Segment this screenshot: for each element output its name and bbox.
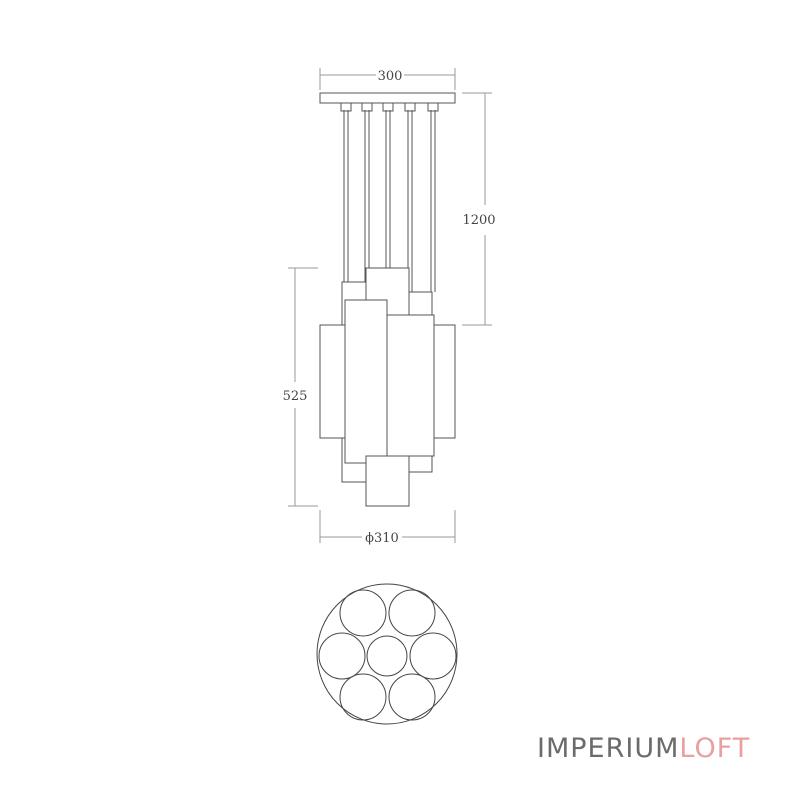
logo-part-loft: LOFT xyxy=(679,733,751,764)
ceiling-canopy xyxy=(319,92,456,104)
dimension-top-width xyxy=(319,68,456,90)
dimension-body-height xyxy=(288,267,318,507)
diameter-label: ϕ310 xyxy=(365,531,399,546)
top-view xyxy=(316,583,458,725)
body-height-label: 525 xyxy=(283,389,308,404)
glass-panels xyxy=(319,267,456,507)
drop-height-label: 1200 xyxy=(462,213,495,228)
dimension-drop-height xyxy=(462,92,492,326)
logo-part-imperium: IMPERIUM xyxy=(537,733,680,764)
dimension-diameter xyxy=(319,510,456,543)
top-width-label: 300 xyxy=(378,69,403,84)
suspension-cables xyxy=(340,102,439,315)
brand-logo: IMPERIUMLOFT xyxy=(537,733,750,765)
